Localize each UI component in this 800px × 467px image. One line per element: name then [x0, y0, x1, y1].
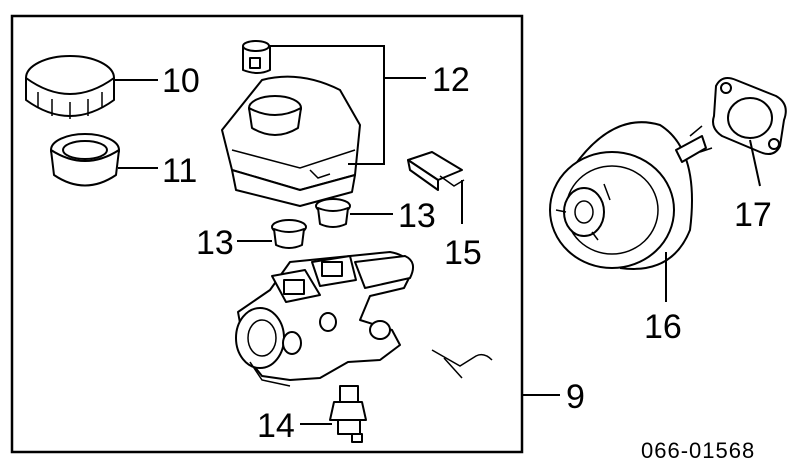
reservoir-tank[interactable] [221, 75, 361, 207]
callout-15: 15 [444, 234, 482, 272]
leader-12-lower [348, 77, 426, 165]
callout-10: 10 [162, 62, 200, 100]
callout-17: 17 [734, 196, 772, 234]
callout-9: 9 [566, 378, 585, 416]
callout-11: 11 [162, 152, 197, 190]
callout-12: 12 [432, 61, 470, 99]
pressure-switch[interactable] [329, 385, 367, 443]
leader-12 [270, 45, 385, 78]
spring-clip[interactable] [431, 349, 493, 379]
reservoir-grommet[interactable] [242, 40, 271, 74]
callout-13-lower: 13 [196, 224, 234, 262]
master-cylinder-body[interactable] [235, 251, 415, 387]
brake-booster[interactable] [549, 121, 713, 270]
grommet-lower[interactable] [271, 219, 307, 249]
part-code: 066-01568 [641, 438, 755, 463]
callout-16: 16 [644, 308, 682, 346]
callout-14: 14 [257, 407, 295, 445]
callout-13-upper: 13 [398, 197, 436, 235]
grommet-upper[interactable] [315, 198, 351, 228]
reservoir-cap[interactable] [25, 55, 115, 119]
assembly-frame [10, 14, 524, 454]
leader-17 [749, 139, 761, 187]
retaining-clip[interactable] [407, 151, 465, 191]
cap-seal[interactable] [50, 133, 120, 187]
booster-gasket[interactable] [712, 77, 787, 155]
